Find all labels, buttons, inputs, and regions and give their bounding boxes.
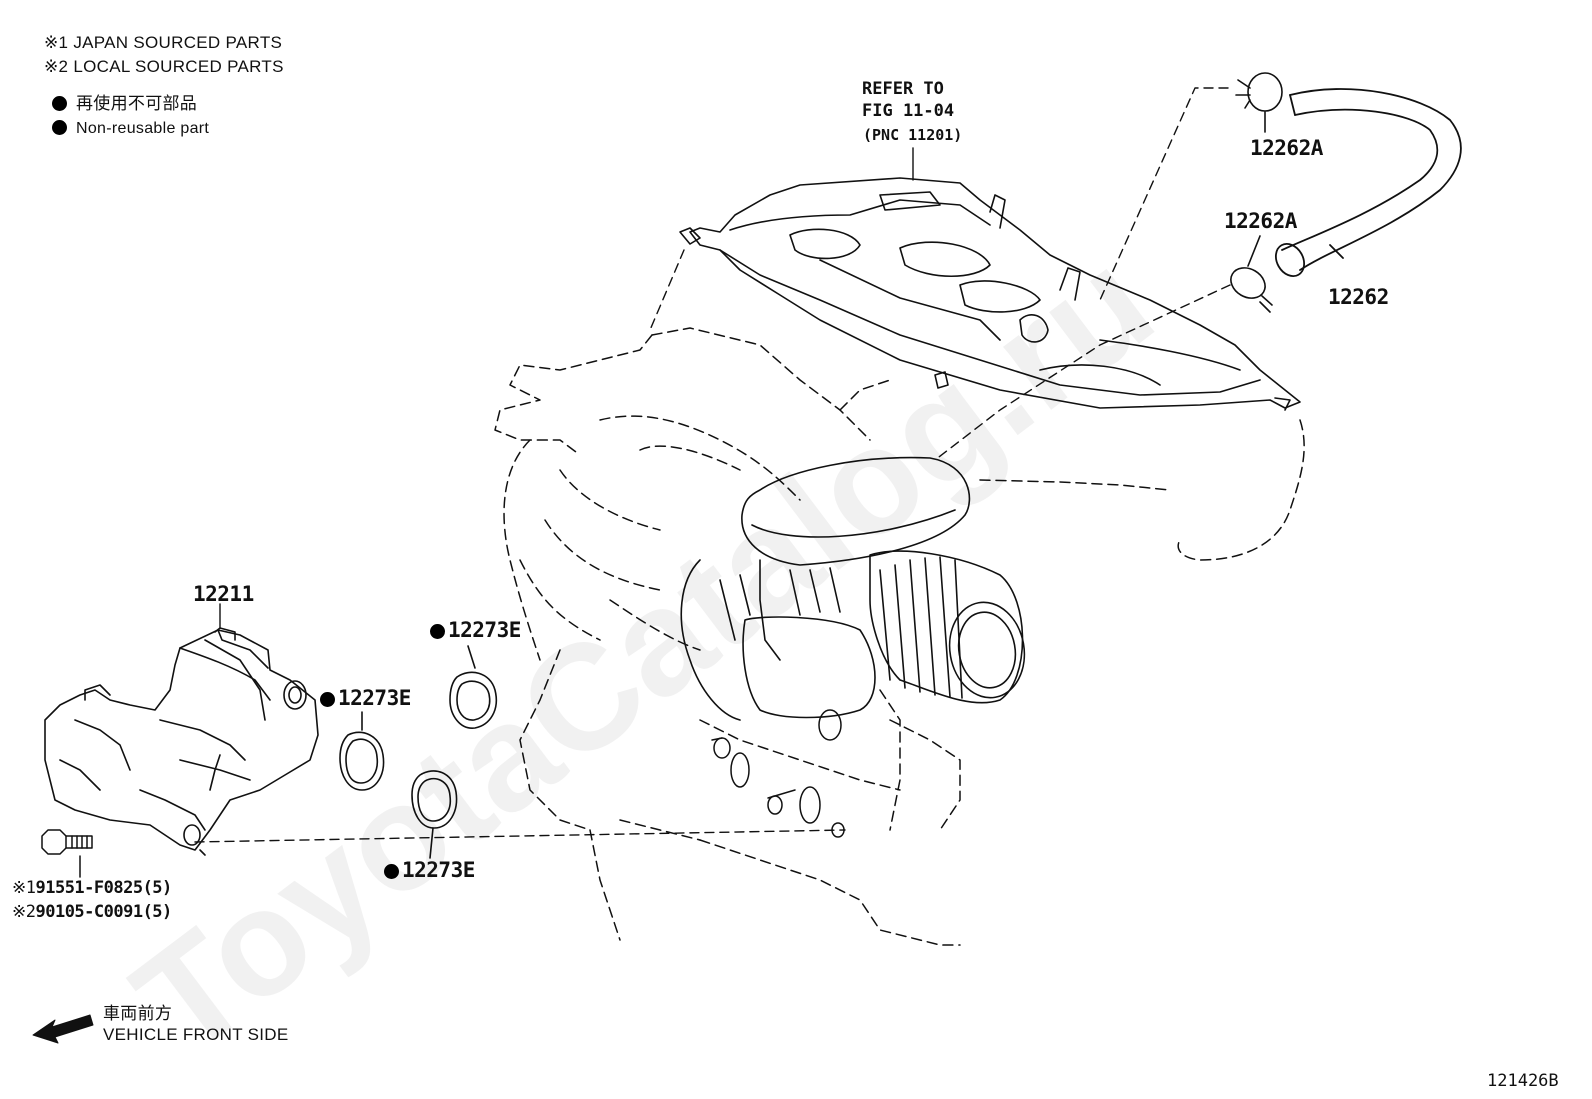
legend-nonreusable-en: Non-reusable part xyxy=(52,120,209,137)
bolt-label-jp[interactable]: ※191551-F0825(5) xyxy=(12,880,172,897)
engine-block-outline xyxy=(494,327,1305,946)
nonreusable-dot-icon xyxy=(384,864,399,879)
gasket-a xyxy=(449,645,497,729)
nonreusable-en-text: Non-reusable part xyxy=(76,120,210,137)
part-number: 12273E xyxy=(338,686,411,710)
bolt-local-mark: ※2 xyxy=(12,902,36,922)
cylinder-head-cover xyxy=(679,177,1301,411)
part-label-12262[interactable]: 12262 xyxy=(1328,285,1389,309)
direction-en: VEHICLE FRONT SIDE xyxy=(103,1025,289,1044)
refer-line2: FIG 11-04 xyxy=(862,101,955,121)
japan-mark: ※1 xyxy=(44,33,69,52)
bolt-label-local[interactable]: ※290105-C0091(5) xyxy=(12,904,172,921)
direction-jp: 車両前方 xyxy=(103,1004,173,1023)
front-arrow-icon xyxy=(32,1014,94,1044)
legend-local: ※2 LOCAL SOURCED PARTS xyxy=(44,58,284,75)
refer-line3: (PNC 11201) xyxy=(863,126,963,144)
local-text: LOCAL SOURCED PARTS xyxy=(73,57,284,76)
gasket-b xyxy=(339,711,385,791)
part-number: 12273E xyxy=(402,858,475,882)
legend-nonreusable-jp: 再使用不可部品 xyxy=(52,95,197,112)
legend-japan: ※1 JAPAN SOURCED PARTS xyxy=(44,34,282,51)
bolt-jp-mark: ※1 xyxy=(12,878,36,898)
figure-id: 121426B xyxy=(1487,1071,1559,1091)
refer-line1: REFER TO xyxy=(862,79,944,99)
nonreusable-dot-icon xyxy=(430,624,445,639)
part-label-12211[interactable]: 12211 xyxy=(193,582,254,606)
part-label-12262A-top[interactable]: 12262A xyxy=(1250,136,1323,160)
engine-ports xyxy=(711,709,845,838)
bolt xyxy=(41,829,93,878)
nonreusable-dot-icon xyxy=(52,120,67,135)
nonreusable-dot-icon xyxy=(52,96,67,111)
part-label-12273E-b[interactable]: 12273E xyxy=(320,688,411,709)
air-intake-duct xyxy=(680,456,1026,721)
bolt-local-part: 90105-C0091(5) xyxy=(35,902,172,922)
refer-label: REFER TO FIG 11-04 xyxy=(862,78,954,122)
hose-clamp-top xyxy=(1235,72,1283,133)
hose-clamp-lower xyxy=(1230,235,1273,313)
gasket-c xyxy=(411,770,458,859)
part-number: 12273E xyxy=(448,618,521,642)
bolt-jp-part: 91551-F0825(5) xyxy=(35,878,172,898)
nonreusable-dot-icon xyxy=(320,692,335,707)
dashed-leaders xyxy=(194,87,1231,843)
nonreusable-jp-text: 再使用不可部品 xyxy=(76,94,198,113)
oil-separator-12211 xyxy=(44,627,319,856)
hose-12262 xyxy=(1274,88,1462,277)
part-label-12262A-lower[interactable]: 12262A xyxy=(1224,209,1297,233)
local-mark: ※2 xyxy=(44,57,69,76)
part-label-12273E-a[interactable]: 12273E xyxy=(430,620,521,641)
part-label-12273E-c[interactable]: 12273E xyxy=(384,860,475,881)
japan-text: JAPAN SOURCED PARTS xyxy=(73,33,283,52)
